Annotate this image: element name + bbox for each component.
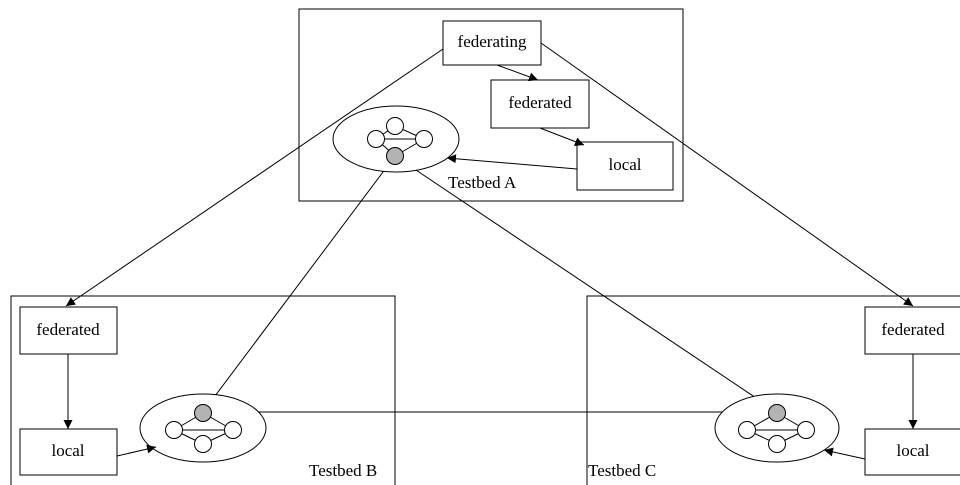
testbed-a-federating-label: federating [458,32,527,51]
testbed-b-local-label: local [51,441,84,460]
edge-b-local-to-network [116,444,157,457]
testbed-c-federated-box [864,306,960,355]
testbed-a-node [386,117,404,135]
edge-a-federating-to-federated [496,64,539,82]
edge-federating-to-c-federated [540,42,914,307]
testbed-c-local-box [864,428,960,476]
testbed-b-node [165,421,183,439]
testbed-a-federating-box [442,20,542,66]
edge-c-local-to-network [823,447,866,460]
testbed-a-gateway-node [386,147,404,165]
edge-federating-to-b-federated [65,48,444,307]
testbed-b-network-graph [165,404,242,453]
testbed-c-caption: Testbed C [588,461,656,480]
testbed-a-federated-box [490,79,590,129]
testbed-a-local-box [576,141,674,191]
testbed-c-local-label: local [896,441,929,460]
testbed-a-frame [298,8,684,202]
testbed-b-node [194,435,212,453]
testbed-b-gateway-node [194,404,212,422]
testbed-b-frame [10,295,396,485]
edge-a-gateway-to-b-gateway [202,155,396,413]
edge-a-local-to-network [446,154,578,170]
testbed-c-node [768,435,786,453]
testbed-c-federated-label: federated [881,320,945,339]
testbed-a-node [367,130,385,148]
edge-a-federated-to-local [539,127,585,146]
edge-a-gateway-to-c-gateway [394,155,778,413]
testbed-c-node [738,421,756,439]
testbed-a-local-label: local [608,155,641,174]
testbed-b-local-box [19,428,118,476]
testbed-a-node [415,130,433,148]
testbed-a-federated-label: federated [508,93,572,112]
testbed-b-node [224,421,242,439]
testbed-a-network-graph [367,117,433,165]
testbed-b-network-ellipse [139,393,267,463]
testbed-c-network-graph [738,404,815,453]
testbed-c-network-ellipse [714,393,840,463]
testbed-b-federated-box [19,306,118,355]
testbed-c-node [797,421,815,439]
testbed-b-caption: Testbed B [309,461,377,480]
testbed-b-federated-label: federated [36,320,100,339]
testbed-c-gateway-node [768,404,786,422]
testbed-a-caption: Testbed A [448,173,517,192]
testbed-c-frame [586,295,960,485]
